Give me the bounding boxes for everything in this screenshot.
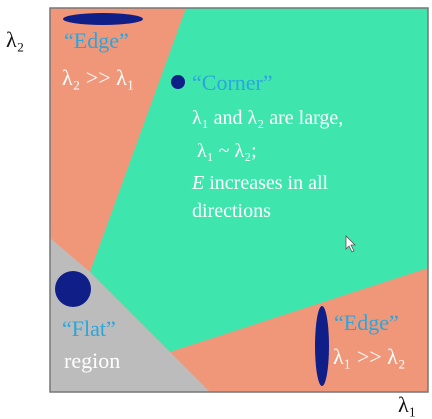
flat-title: “Flat”: [62, 316, 116, 341]
corner-line-3: E increases in all: [191, 172, 329, 194]
flat-line-2: region: [64, 348, 120, 373]
energy-symbol: E: [191, 172, 204, 194]
plot-frame: [49, 7, 429, 393]
corner-dot-marker: [171, 75, 185, 89]
corner-region: [90, 8, 428, 352]
edge-top-title: “Edge”: [64, 28, 129, 53]
mouse-cursor-icon: [345, 235, 356, 253]
y-axis-label: λ₂: [6, 27, 24, 52]
edge-right-condition: λ₁ >> λ₂: [333, 344, 406, 369]
edge-right-title: “Edge”: [334, 310, 399, 335]
horizontal-ellipse-marker: [63, 13, 143, 25]
x-axis-label: λ₁: [398, 392, 416, 417]
edge-top-condition: λ₂ >> λ₁: [62, 65, 135, 90]
corner-line-2: λ₁ ~ λ₂;: [197, 140, 257, 162]
corner-line-1: λ₁ and λ₂ are large,: [192, 107, 343, 129]
corner-line-3-text: increases in all: [204, 172, 328, 194]
corner-line-4: directions: [192, 200, 271, 222]
corner-title: “Corner”: [192, 70, 273, 95]
flat-circle-marker: [55, 271, 91, 307]
vertical-ellipse-marker: [315, 306, 329, 386]
flat-region: [50, 238, 210, 392]
